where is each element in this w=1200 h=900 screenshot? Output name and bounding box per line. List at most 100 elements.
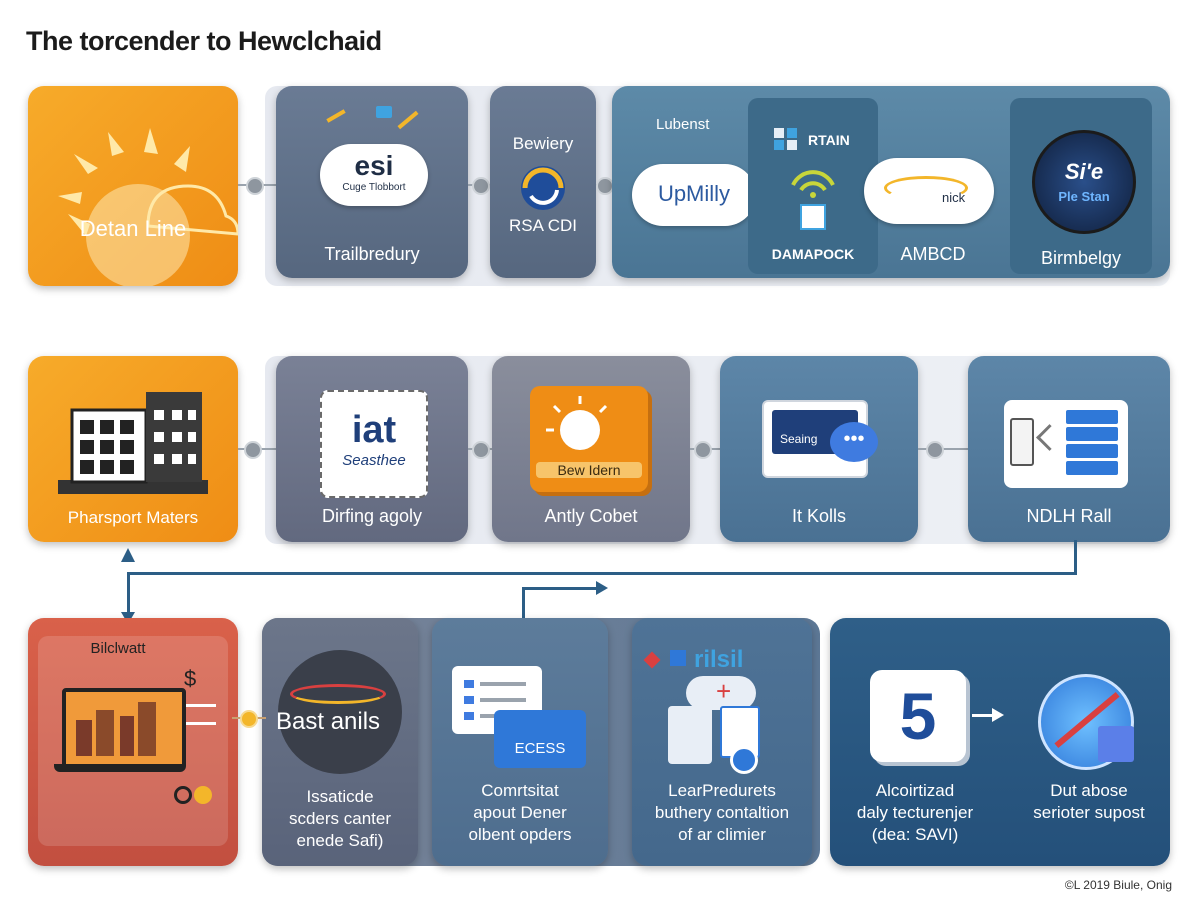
swoosh-icon [290, 684, 386, 704]
badge-icon [376, 106, 392, 118]
cube-icon [670, 650, 686, 666]
cloud-subtitle: Cuge Tlobbort [342, 182, 406, 193]
ndlh-card-label: NDLH Rall [1026, 506, 1112, 526]
rilsil-description: LearPredurets buthery contaltion of ar c… [632, 780, 812, 846]
ndlh-card[interactable]: NDLH Rall [968, 356, 1170, 542]
upmilly-label: UpMilly [657, 181, 731, 206]
arrow-up-icon [121, 548, 135, 562]
text-line: of ar climier [678, 825, 766, 844]
arrow-head [992, 708, 1004, 722]
seaing-card-label: It Kolls [791, 506, 847, 526]
building-icon [58, 392, 208, 494]
network-icons [316, 104, 436, 144]
text-line: LearPredurets [668, 781, 776, 800]
text-line: (dea: SAVI) [871, 825, 959, 844]
bew-icon-text: Bew Idern [536, 462, 642, 478]
five-badge-icon: 5 [870, 670, 966, 762]
swirl-icon [521, 166, 565, 210]
iat-logo: iat Seasthee [320, 390, 428, 498]
flow-line [127, 572, 130, 620]
connector-dot [246, 177, 264, 195]
server-icon [668, 706, 712, 764]
dollar-icon: $ [184, 666, 197, 691]
connector-dot [472, 441, 490, 459]
bast-card[interactable]: Bast anils Issaticde scders canter enede… [262, 618, 418, 866]
damapock-label: DAMAPOCK [771, 246, 855, 262]
ecess-card[interactable]: ECESS Comrtsitat apout Dener olbent opde… [432, 618, 608, 866]
flow-line [522, 587, 598, 590]
ambcd-label: AMBCD [900, 244, 966, 264]
text-line: Issaticde [306, 787, 374, 806]
bewery-card[interactable]: Bewiery RSA CDI [490, 86, 596, 278]
bulb-icon [194, 786, 212, 804]
building-card-label: Pharsport Maters [67, 508, 199, 527]
iat-logo-sub: Seasthee [342, 452, 406, 469]
rtain-tile[interactable]: RTAIN DAMAPOCK [748, 98, 878, 274]
nick-cloud[interactable]: nick [864, 158, 994, 224]
sun-card[interactable]: Detan Line [28, 86, 238, 286]
key-icon [174, 786, 192, 804]
flow-line [522, 588, 525, 624]
cloud-title: esi [354, 150, 394, 181]
grid-icon [774, 128, 800, 150]
globe-top-text: Si'e [1064, 159, 1104, 184]
five-badge-text: 5 [899, 679, 937, 753]
page-title: The torcender to Hewclchaid [26, 26, 382, 56]
cityscape-icon [76, 702, 156, 756]
upmilly-cloud[interactable]: UpMilly [632, 164, 756, 226]
location-pin-icon [643, 651, 661, 669]
bast-logo-circle [278, 650, 402, 774]
globe-icon [730, 746, 758, 774]
server-stack-icon [1066, 410, 1118, 476]
left-arrows-icon [186, 700, 220, 730]
arrow-right-icon [596, 581, 608, 595]
text-line: Dut abose [1050, 781, 1128, 800]
cloud-icon [686, 676, 756, 710]
flow-line [1074, 540, 1077, 574]
globe-sub-text: Ple Stan [1058, 189, 1110, 204]
bilchwatt-card[interactable]: Bilclwatt $ [28, 618, 238, 866]
iat-card[interactable]: iat Seasthee Dirfing agoly [276, 356, 468, 542]
laptop-icon [62, 688, 186, 768]
text-line: buthery contaltion [654, 803, 790, 822]
cube-icon [1098, 726, 1134, 762]
text-line: enede Safi) [296, 831, 384, 850]
rilsil-logo: rilsil [694, 646, 744, 673]
building-card[interactable]: Pharsport Maters [28, 356, 238, 542]
connector-dot [472, 177, 490, 195]
bewery-card-label: RSA CDI [508, 216, 578, 235]
bew-card[interactable]: Bew Idern Antly Cobet [492, 356, 690, 542]
text-line: olbent opders [468, 825, 572, 844]
services-panel: Lubenst UpMilly RTAIN DAMAPOCK nick AMBC… [612, 86, 1170, 278]
swoosh-icon [884, 176, 968, 200]
seaing-card[interactable]: Seaing ••• It Kolls [720, 356, 918, 542]
cloud-card[interactable]: esi Cuge Tlobbort Trailbredury [276, 86, 468, 278]
rilsil-card[interactable]: rilsil + LearPredurets buthery contaltio… [632, 618, 812, 866]
cloud-card-label: Trailbredury [324, 244, 420, 264]
text-line: apout Dener [473, 803, 567, 822]
wifi-icon [791, 170, 835, 198]
compass-description: Dut abose serioter supost [1008, 780, 1170, 824]
five-compass-card[interactable]: 5 Alcoirtizad daly tecturenjer (dea: SAV… [830, 618, 1170, 866]
arrow-right-icon [972, 714, 994, 717]
server-panel-icon [1004, 400, 1128, 488]
globe-tile[interactable]: Si'e Ple Stan Birmbelgy [1010, 98, 1152, 274]
text-line: scders canter [288, 809, 392, 828]
bast-logo-text: Bast anils [276, 708, 381, 735]
monitor-icon: Seaing [762, 400, 868, 478]
laptop-base [54, 764, 186, 772]
connector-dot [694, 441, 712, 459]
five-description: Alcoirtizad daly tecturenjer (dea: SAVI) [830, 780, 1000, 846]
sun-icon [58, 128, 238, 286]
bilchwatt-title: Bilclwatt [90, 640, 146, 657]
bew-card-label: Antly Cobet [544, 506, 638, 526]
sunrise-icon [546, 396, 608, 450]
nick-label: nick [942, 190, 966, 205]
text-line: serioter supost [1033, 803, 1145, 822]
chat-bubble-icon: ••• [830, 422, 878, 462]
sun-card-label: Detan Line [79, 216, 187, 241]
text-line: Comrtsitat [481, 781, 559, 800]
plus-icon: + [716, 676, 732, 706]
folder-label: ECESS [514, 740, 566, 757]
flow-line [128, 572, 1077, 575]
